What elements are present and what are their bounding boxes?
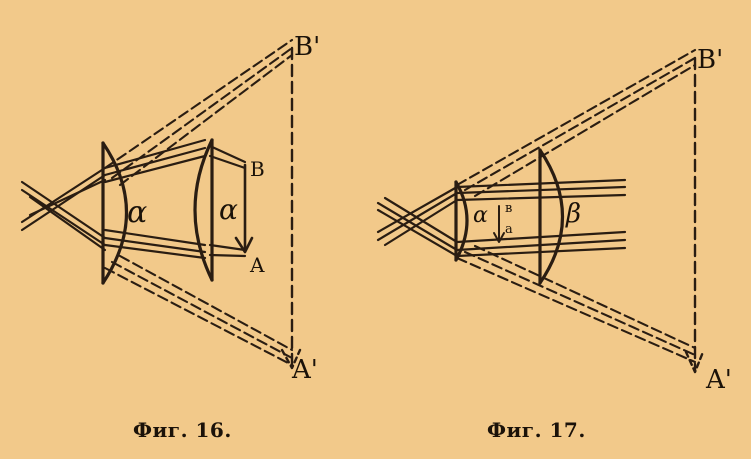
fig16-incoming-rays [20, 166, 107, 252]
figure-17-caption: Фиг. 17. [487, 418, 586, 442]
fig16-lenses [101, 138, 214, 285]
fig17-dashed-rays [455, 48, 697, 364]
fig16-dashed-rays [103, 38, 294, 367]
fig17-label-b: в [505, 201, 512, 216]
fig17-label-lens2: β [565, 199, 581, 229]
fig17-incoming-rays [376, 185, 459, 258]
fig16-label-lens2: α [219, 193, 238, 226]
fig17-label-a-prime: A' [705, 365, 732, 395]
fig16-object-arrow [234, 163, 254, 254]
figure-16: B' A' B A α α [20, 32, 320, 385]
fig16-label-a-prime: A' [291, 355, 318, 385]
figure-16-caption: Фиг. 16. [133, 418, 232, 442]
fig17-label-b-prime: B' [697, 45, 723, 75]
fig17-object-arrow [493, 205, 505, 243]
fig17-lenses [454, 148, 564, 285]
fig16-label-lens1: α [127, 195, 147, 230]
fig16-label-b: B [250, 157, 265, 181]
fig17-label-lens1: α [473, 203, 488, 228]
figure-17: B' A' α β в а [376, 45, 732, 395]
fig16-label-a: A [249, 253, 265, 277]
fig16-image-arrow [280, 46, 302, 370]
fig17-image-arrow [684, 56, 705, 374]
fig16-label-b-prime: B' [294, 32, 320, 62]
fig17-label-a: а [505, 222, 513, 237]
